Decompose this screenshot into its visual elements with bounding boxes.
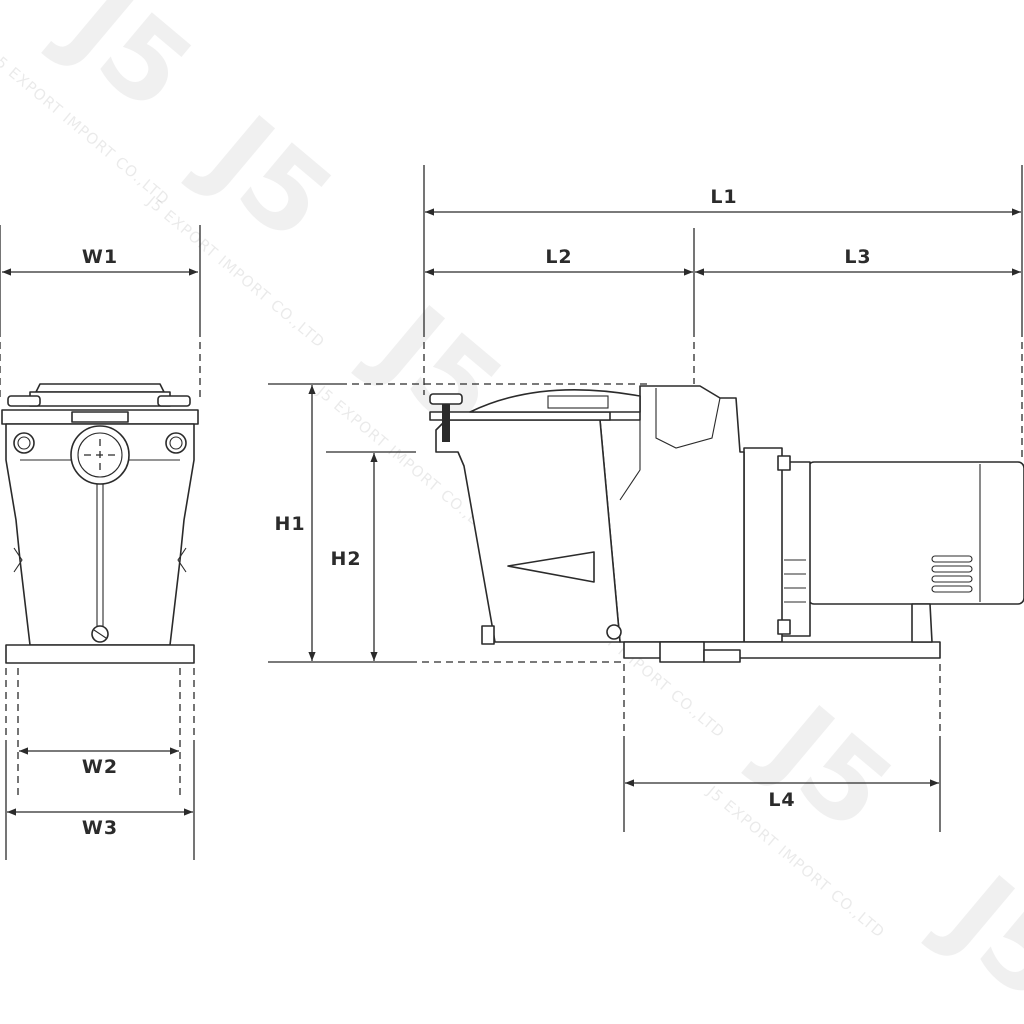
dimension-W3-label: W3 bbox=[82, 817, 118, 839]
dimension-H2-label: H2 bbox=[330, 548, 361, 570]
front-knob-left bbox=[7, 395, 41, 407]
dimension-L1: L1 bbox=[423, 165, 1023, 458]
dimension-L3: L3 bbox=[695, 246, 1021, 276]
front-bolt-hole-right bbox=[165, 432, 187, 454]
side-base-foot-left bbox=[659, 641, 705, 663]
front-top-tab bbox=[71, 411, 129, 423]
front-inlet-port-inner bbox=[77, 432, 123, 478]
motor-bolt-bottom bbox=[777, 619, 791, 635]
dimension-L1-label: L1 bbox=[710, 186, 737, 208]
motor-bolt-top bbox=[777, 455, 791, 471]
front-center-rib bbox=[96, 484, 104, 628]
dimension-L2: L2 bbox=[425, 228, 695, 384]
dimension-W1-label: W1 bbox=[82, 246, 118, 268]
dimension-H2: H2 bbox=[326, 451, 416, 661]
side-knob bbox=[429, 393, 463, 405]
flow-direction-arrow bbox=[507, 551, 595, 583]
front-side-fin-left bbox=[13, 547, 23, 573]
strainer-lid bbox=[429, 411, 611, 421]
dimension-L4: L4 bbox=[623, 664, 941, 832]
dimension-L3-label: L3 bbox=[844, 246, 871, 268]
side-base-foot-right bbox=[703, 649, 741, 663]
dimension-W3: W3 bbox=[5, 668, 195, 860]
front-knob-right bbox=[157, 395, 191, 407]
dimension-H1-label: H1 bbox=[274, 513, 305, 535]
front-bolt-hole-right-inner bbox=[169, 436, 183, 450]
front-lid-top bbox=[35, 383, 165, 393]
watermark-5: J5 bbox=[918, 847, 1024, 1024]
front-side-fin-right bbox=[177, 547, 187, 573]
motor-vent bbox=[931, 565, 973, 573]
side-view bbox=[429, 385, 1024, 663]
side-drain-plug bbox=[606, 624, 622, 640]
pump-housing bbox=[599, 385, 745, 643]
dimension-H1: H1 bbox=[268, 383, 650, 663]
motor-support-foot bbox=[911, 603, 933, 643]
strainer-lid-handle bbox=[547, 395, 609, 409]
side-drain-fitting bbox=[481, 625, 495, 645]
motor-vent bbox=[931, 575, 973, 583]
front-bolt-hole-left-inner bbox=[17, 436, 31, 450]
motor-body bbox=[807, 461, 1024, 605]
pump-discharge-contour bbox=[619, 388, 721, 501]
motor-adaptor bbox=[779, 461, 811, 637]
front-inlet-centerline bbox=[84, 439, 116, 471]
front-bolt-hole-left bbox=[13, 432, 35, 454]
front-lid bbox=[29, 391, 171, 407]
dimension-W2-label: W2 bbox=[82, 756, 118, 778]
front-view bbox=[1, 383, 199, 664]
watermark-logo: J5 bbox=[918, 847, 1024, 1024]
front-base bbox=[5, 644, 195, 664]
front-drain-plug-slot bbox=[93, 629, 107, 639]
side-knob-bolt bbox=[442, 404, 450, 442]
strainer-body bbox=[435, 419, 621, 643]
strainer-lid-dome bbox=[469, 388, 641, 413]
watermark-4: J5 J5 EXPORT IMPORT CO.,LTD bbox=[703, 677, 916, 941]
dimension-L2-label: L2 bbox=[545, 246, 572, 268]
motor-vents bbox=[931, 555, 973, 593]
dimension-L4-label: L4 bbox=[768, 789, 795, 811]
seal-plate bbox=[743, 447, 783, 643]
motor-vent bbox=[931, 585, 973, 593]
dimension-W1: W1 bbox=[0, 225, 201, 400]
motor-adaptor-ribs bbox=[784, 559, 806, 603]
motor-vent bbox=[931, 555, 973, 563]
watermark-1: J5 J5 EXPORT IMPORT CO.,LTD bbox=[143, 87, 356, 351]
dimension-W2: W2 bbox=[17, 668, 181, 800]
